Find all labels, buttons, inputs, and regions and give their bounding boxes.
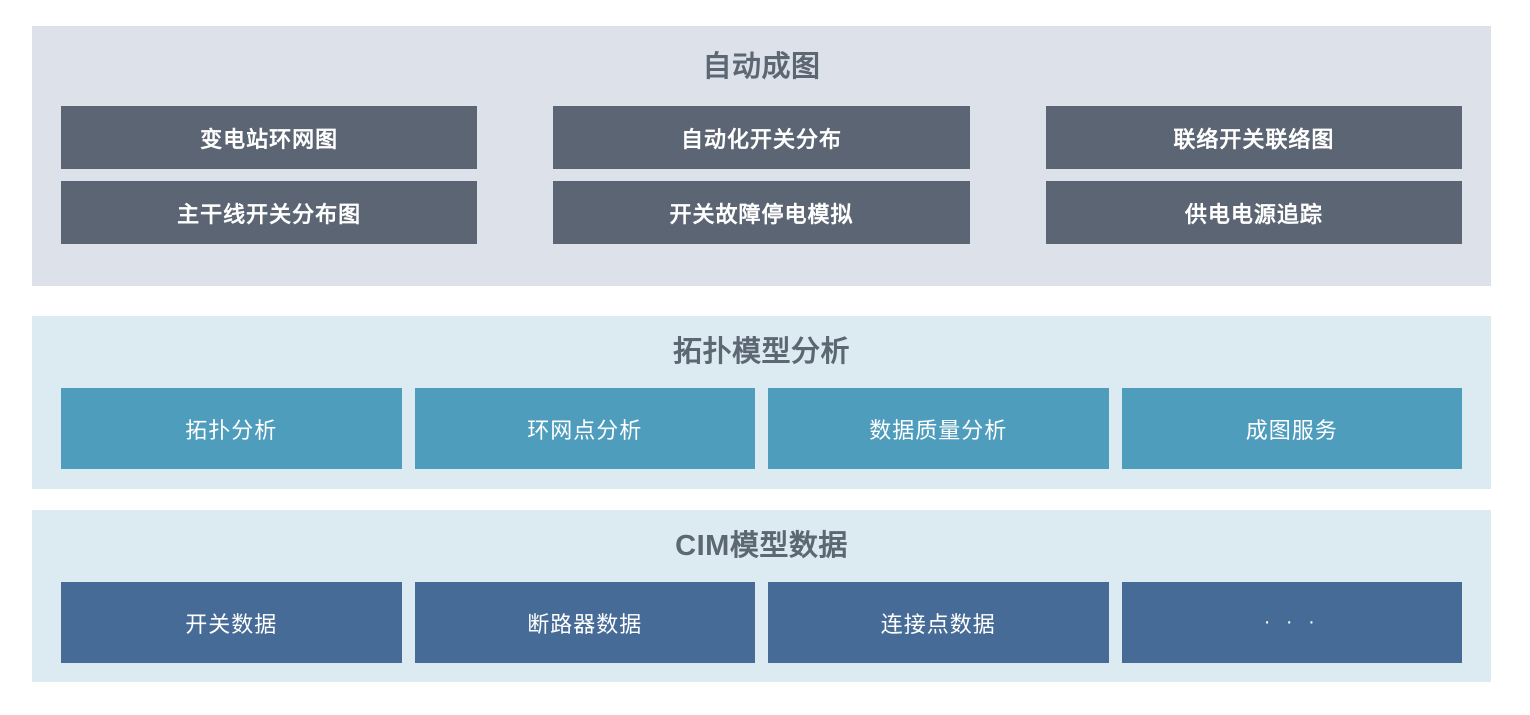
tile-label: 开关数据 (185, 611, 278, 637)
tile-topology-analysis[interactable]: 拓扑分析 (61, 388, 402, 469)
section-title-auto-mapping: 自动成图 (702, 51, 821, 83)
tile-more-data[interactable]: · · · (1121, 582, 1462, 663)
tile-label: 自动化开关分布 (680, 126, 842, 152)
tile-automation-switch-distribution[interactable]: 自动化开关分布 (553, 106, 970, 169)
section-title-cim-model-data: CIM模型数据 (675, 530, 848, 562)
section-auto-mapping: 自动成图 变电站环网图 自动化开关分布 联络开关联络图 主干线开关分布图 开关故… (32, 26, 1491, 286)
section-topology-model-analysis: 拓扑模型分析 拓扑分析 环网点分析 数据质量分析 成图服务 (32, 316, 1491, 489)
tile-mapping-service[interactable]: 成图服务 (1121, 388, 1462, 469)
tile-grid-cim-model-data: 开关数据 断路器数据 连接点数据 · · · (61, 582, 1462, 663)
tile-label: 供电电源追踪 (1184, 201, 1323, 227)
tile-label: 开关故障停电模拟 (669, 201, 854, 227)
tile-ring-network-point-analysis[interactable]: 环网点分析 (414, 388, 755, 469)
tile-label: 连接点数据 (880, 611, 996, 637)
section-title-topology-model-analysis: 拓扑模型分析 (672, 336, 850, 368)
tile-circuit-breaker-data[interactable]: 断路器数据 (414, 582, 755, 663)
architecture-diagram: 自动成图 变电站环网图 自动化开关分布 联络开关联络图 主干线开关分布图 开关故… (32, 26, 1491, 682)
tile-grid-topology-model-analysis: 拓扑分析 环网点分析 数据质量分析 成图服务 (61, 388, 1462, 469)
tile-label: 成图服务 (1245, 417, 1338, 443)
tile-connectivity-node-data[interactable]: 连接点数据 (768, 582, 1109, 663)
tile-label: 数据质量分析 (869, 417, 1008, 443)
tile-data-quality-analysis[interactable]: 数据质量分析 (768, 388, 1109, 469)
tile-switch-data[interactable]: 开关数据 (61, 582, 402, 663)
tile-label: 主干线开关分布图 (177, 201, 362, 227)
tile-trunk-line-switch-distribution-diagram[interactable]: 主干线开关分布图 (61, 181, 478, 244)
section-cim-model-data: CIM模型数据 开关数据 断路器数据 连接点数据 · · · (32, 510, 1491, 682)
tile-power-source-tracing[interactable]: 供电电源追踪 (1045, 181, 1462, 244)
tile-label: 断路器数据 (527, 611, 643, 637)
tile-label: 联络开关联络图 (1173, 126, 1335, 152)
ellipsis-icon: · · · (1263, 611, 1320, 633)
tile-label: 变电站环网图 (200, 126, 339, 152)
tile-substation-ring-network-diagram[interactable]: 变电站环网图 (61, 106, 478, 169)
tile-switch-fault-outage-simulation[interactable]: 开关故障停电模拟 (553, 181, 970, 244)
tile-label: 环网点分析 (527, 417, 643, 443)
tile-tie-switch-connection-diagram[interactable]: 联络开关联络图 (1045, 106, 1462, 169)
tile-label: 拓扑分析 (185, 417, 278, 443)
tile-grid-auto-mapping: 变电站环网图 自动化开关分布 联络开关联络图 主干线开关分布图 开关故障停电模拟… (61, 106, 1462, 244)
